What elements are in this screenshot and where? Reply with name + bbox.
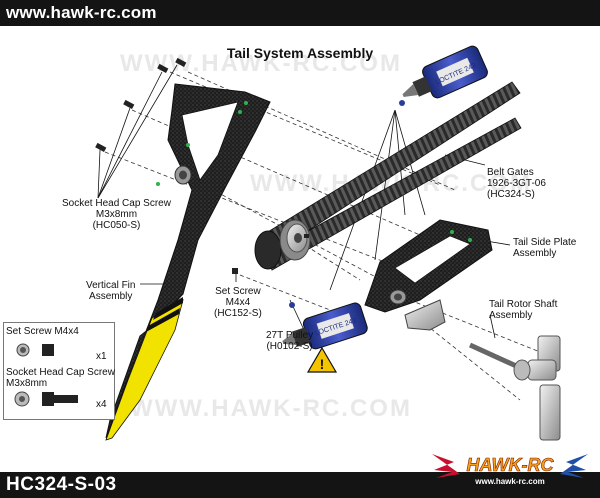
label-pulley: 27T Pulley (H0102-S)	[266, 330, 314, 352]
socket-screw-icon	[14, 391, 78, 407]
logo-brand: HAWK-RC	[467, 455, 555, 475]
legend-set-screw-qty: x1	[96, 351, 107, 362]
belt-loop-end	[254, 230, 282, 270]
exploded-diagram: LOCTITE 243 LOCTITE 243 !	[95, 45, 561, 441]
label-tail-rotor-shaft: Tail Rotor Shaft Assembly	[489, 299, 558, 321]
hawk-rc-logo: HAWK-RC www.hawk-rc.com	[432, 454, 588, 486]
legend-socket-title: Socket Head Cap Screw M3x8mm	[6, 367, 115, 389]
tail-side-plate	[364, 219, 493, 331]
site-url[interactable]: www.hawk-rc.com	[6, 3, 157, 22]
part-code: HC324-S-03	[6, 474, 117, 495]
label-belt: Belt Gates 1926-3GT-06 (HC324-S)	[487, 167, 546, 200]
vertical-fin	[105, 83, 271, 441]
set-screw	[232, 268, 238, 274]
socket-screws	[95, 57, 187, 152]
footer-bar: HC324-S-03	[0, 472, 600, 498]
label-socket-screw: Socket Head Cap Screw M3x8mm (HC050-S)	[62, 198, 171, 231]
tail-rotor-shaft	[468, 335, 561, 441]
set-screw-icon	[16, 343, 54, 357]
fin-yellow-tip	[105, 299, 184, 441]
guide-lines	[104, 71, 561, 401]
pulley-27t	[279, 219, 311, 261]
legend-set-screw-title: Set Screw M4x4	[6, 326, 79, 337]
watermark: WWW.HAWK-RC.COM	[120, 50, 402, 77]
legend-socket-qty: x4	[96, 399, 107, 410]
label-vertical-fin: Vertical Fin Assembly	[86, 280, 136, 302]
watermark: WWW.HAWK-RC.COM	[130, 395, 412, 422]
warning-icon: !	[306, 346, 338, 373]
page-title: Tail System Assembly	[226, 45, 374, 61]
loctite-bottle-top: LOCTITE 243	[399, 45, 488, 106]
label-set-screw: Set Screw M4x4 (HC152-S)	[214, 286, 262, 319]
loctite-bottle-bottom: LOCTITE 243	[282, 302, 368, 350]
parts-legend: Set Screw M4x4 x1 Socket Head Cap Screw …	[3, 322, 115, 420]
header-bar: www.hawk-rc.com	[0, 0, 600, 26]
logo-url: www.hawk-rc.com	[474, 477, 545, 486]
svg-text:!: !	[320, 356, 325, 372]
label-tail-side-plate: Tail Side Plate Assembly	[513, 237, 577, 259]
